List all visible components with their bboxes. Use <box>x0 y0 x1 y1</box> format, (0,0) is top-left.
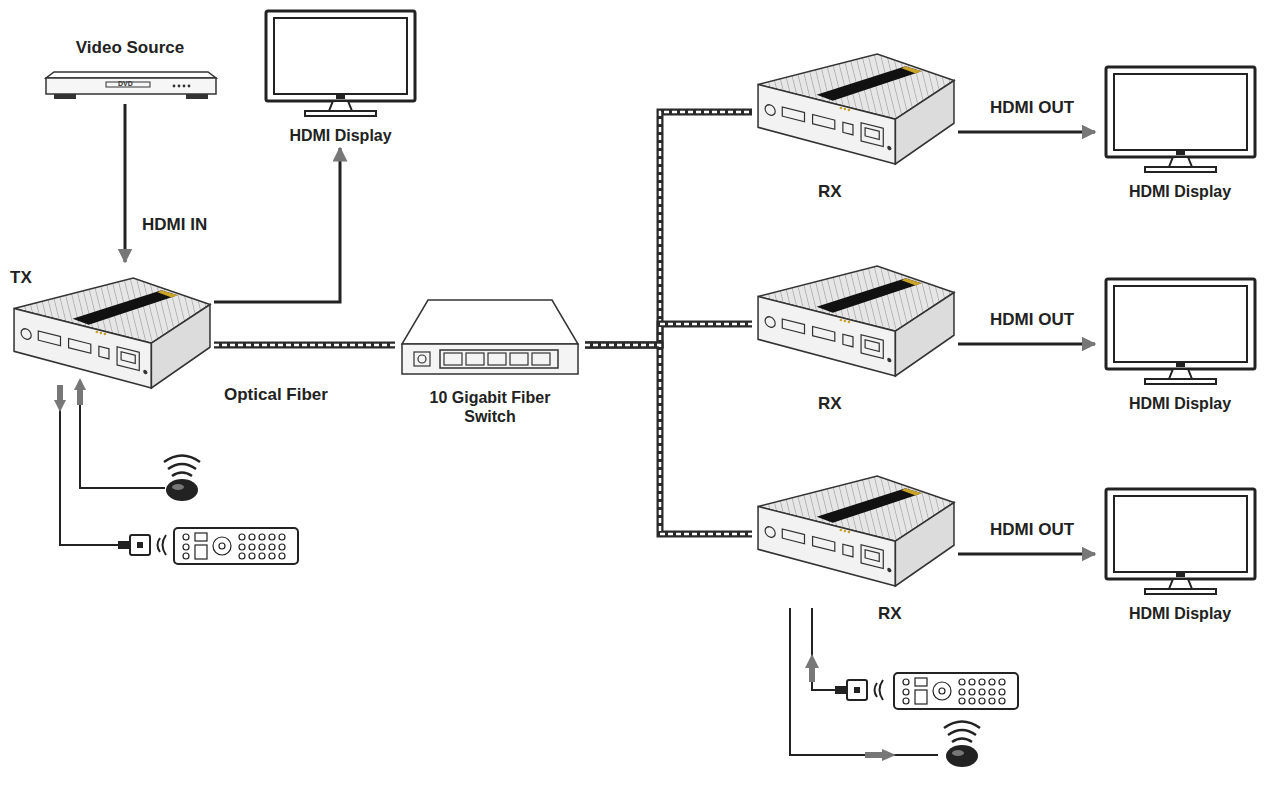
signal-line <box>958 553 1095 556</box>
connection-label: HDMI OUT <box>988 98 1076 118</box>
device-label: RX <box>818 394 958 414</box>
device-node: Video Source <box>35 34 225 104</box>
device-illustration <box>754 472 956 590</box>
signal-line <box>214 148 340 302</box>
device-label: HDMI Display <box>1095 182 1265 201</box>
connection-label: HDMI IN <box>140 215 209 235</box>
signal-line <box>958 343 1095 346</box>
device-node: RX <box>752 50 958 205</box>
device-label: HDMI Display <box>1095 604 1265 623</box>
signal-line <box>214 148 340 302</box>
cable-core <box>585 112 752 345</box>
ir-wiring <box>60 395 165 545</box>
fiber-cable <box>214 345 395 346</box>
connection-label: Optical Fiber <box>222 385 330 405</box>
display-node: HDMI Display <box>1095 276 1265 416</box>
display-node: HDMI Display <box>1095 64 1265 204</box>
signal-line <box>124 104 127 262</box>
cable-core <box>585 345 752 534</box>
remote-control <box>174 528 298 564</box>
device-node: TX <box>8 262 214 394</box>
device-label: 10 Gigabit Fiber Switch <box>428 388 553 426</box>
ir-arrows <box>805 654 896 761</box>
ir-emitter <box>118 535 166 555</box>
ir-emitter <box>835 680 883 700</box>
ir-receiver <box>164 456 200 502</box>
signal-line <box>958 132 1095 133</box>
device-label: RX <box>878 604 958 624</box>
fiber-cable <box>585 112 752 345</box>
remote-control <box>894 673 1018 709</box>
cable-core <box>214 344 395 347</box>
signal-line <box>958 344 1095 345</box>
monitor-illustration <box>263 8 418 118</box>
monitor-illustration <box>1103 64 1258 174</box>
device-node: RX <box>752 472 958 627</box>
signal-line <box>125 104 126 262</box>
device-label: Video Source <box>35 38 225 58</box>
connection-label: HDMI OUT <box>988 520 1076 540</box>
device-node: RX <box>752 262 958 417</box>
connection-label: HDMI OUT <box>988 310 1076 330</box>
device-label: HDMI Display <box>1095 394 1265 413</box>
ir-receiver <box>944 722 980 768</box>
brand-mark: DVD <box>118 80 133 87</box>
cable-jacket <box>585 345 752 534</box>
device-label: RX <box>818 182 958 202</box>
fiber-cable <box>585 345 752 534</box>
ir-arrows <box>53 378 86 412</box>
signal-line <box>958 131 1095 134</box>
device-node: 10 Gigabit Fiber Switch <box>395 298 585 429</box>
display-node: HDMI Display <box>258 8 423 148</box>
cable-jacket <box>214 342 395 349</box>
device-label: HDMI Display <box>258 126 423 145</box>
switch-illustration <box>400 298 580 378</box>
signal-line <box>958 554 1095 555</box>
device-illustration <box>754 262 956 380</box>
device-illustration <box>754 50 956 168</box>
monitor-illustration <box>1103 486 1258 596</box>
device-illustration <box>10 274 212 392</box>
device-label: TX <box>10 268 214 288</box>
monitor-illustration <box>1103 276 1258 386</box>
cable-jacket <box>585 112 752 345</box>
display-node: HDMI Display <box>1095 486 1265 626</box>
